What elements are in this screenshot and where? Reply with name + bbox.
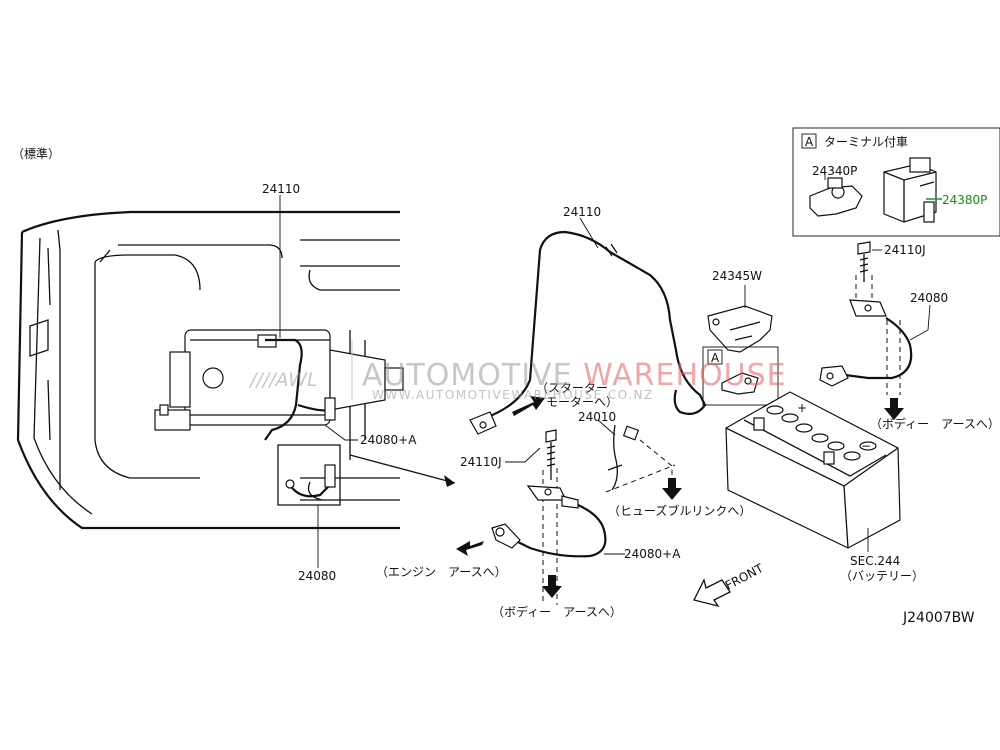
watermark-brand: AUTOMOTIVE WAREHOUSE <box>362 358 787 393</box>
callout-24010: 24010 <box>578 410 616 424</box>
inset-title: ターミナル付車 <box>824 135 908 149</box>
note-starter-line1: （スターター <box>536 381 608 395</box>
fusible-link-24010 <box>597 419 682 500</box>
vehicle-engine-bay <box>16 195 456 568</box>
callout-24080a-left: 24080+A <box>360 433 417 447</box>
svg-text:+: + <box>797 401 807 415</box>
callout-24110j-right: 24110J <box>884 243 926 257</box>
terminal-cover-24345w <box>702 285 779 406</box>
inset-title-letter: A <box>805 135 814 149</box>
note-engine-earth: （エンジン アースへ） <box>376 565 507 579</box>
inset-part-24340p: 24340P <box>812 164 857 178</box>
battery: + − <box>725 391 901 552</box>
diagram-code: J24007BW <box>902 610 975 626</box>
header-note: （標準） <box>12 146 60 161</box>
watermark: ////AWL AUTOMOTIVE WAREHOUSE WWW.AUTOMOT… <box>248 340 787 402</box>
callout-24080-bottom: 24080 <box>298 569 336 583</box>
watermark-brand-grey: AUTOMOTIVE <box>362 358 583 393</box>
callout-24080-right: 24080 <box>910 291 948 305</box>
note-battery: （バッテリー） <box>840 569 924 583</box>
note-fusible-link: （ヒューズブルリンクへ） <box>608 503 751 518</box>
inset-terminal-option <box>792 127 1000 237</box>
callout-24345w: 24345W <box>712 269 762 283</box>
earth-cable-24080-right <box>819 241 931 420</box>
watermark-brand-red: WAREHOUSE <box>583 358 786 393</box>
cable-24110 <box>469 217 707 435</box>
callout-24110-top: 24110 <box>262 182 300 196</box>
svg-text:−: − <box>861 439 871 453</box>
callout-24110j-left: 24110J <box>460 455 502 469</box>
note-body-earth-bottom: （ボディー アースへ） <box>492 604 622 619</box>
watermark-awl-logo: ////AWL <box>248 369 318 391</box>
note-starter-line2: モーターへ） <box>546 395 618 409</box>
earth-cable-24080a <box>456 429 625 605</box>
inset-part-24380p: 24380P <box>942 193 987 207</box>
front-arrow <box>693 578 731 608</box>
watermark-url: WWW.AUTOMOTIVEWAREHOUSE.CO.NZ <box>372 388 654 402</box>
callout-sec244: SEC.244 <box>850 554 900 568</box>
front-label: FRONT <box>723 561 766 593</box>
callout-24080a-right: 24080+A <box>624 547 681 561</box>
callout-24110-mid: 24110 <box>563 205 601 219</box>
note-body-earth-right: （ボディー アースへ） <box>870 416 1000 431</box>
box-a-letter: A <box>711 351 720 365</box>
